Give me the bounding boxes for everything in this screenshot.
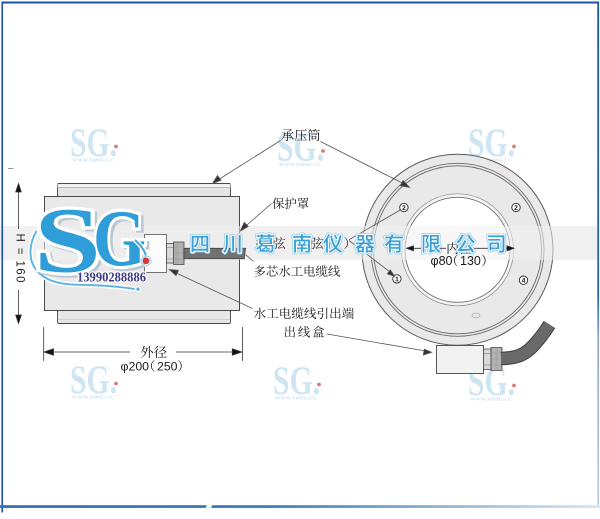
svg-text:H = 160: H = 160	[14, 234, 26, 284]
svg-text:130: 130	[460, 254, 481, 268]
svg-text:φ80: φ80	[431, 254, 453, 268]
svg-text:SG.: SG.	[70, 120, 117, 165]
svg-text:φ200: φ200	[121, 360, 150, 374]
svg-text:S: S	[34, 190, 101, 293]
svg-text:G: G	[96, 196, 149, 286]
svg-text:S: S	[37, 192, 104, 295]
svg-text:WWW.XMSG.CC: WWW.XMSG.CC	[72, 395, 114, 400]
svg-text:SG.: SG.	[277, 125, 324, 170]
svg-text:SG.: SG.	[273, 358, 320, 403]
svg-text:WWW.XMSG.CC: WWW.XMSG.CC	[470, 397, 512, 402]
svg-text:13990288886: 13990288886	[77, 270, 146, 285]
svg-text:WWW.XMSG.CC: WWW.XMSG.CC	[275, 396, 317, 401]
svg-text:WWW.XMSG.CC: WWW.XMSG.CC	[279, 162, 321, 167]
svg-text:S: S	[34, 190, 101, 293]
svg-text:250: 250	[157, 360, 178, 374]
svg-text:SG.: SG.	[70, 357, 117, 402]
svg-text:G: G	[93, 193, 146, 283]
svg-text:G: G	[93, 193, 146, 283]
svg-text:WWW.XMSG.CC: WWW.XMSG.CC	[72, 158, 114, 163]
svg-text:13990288886: 13990288886	[77, 270, 146, 285]
